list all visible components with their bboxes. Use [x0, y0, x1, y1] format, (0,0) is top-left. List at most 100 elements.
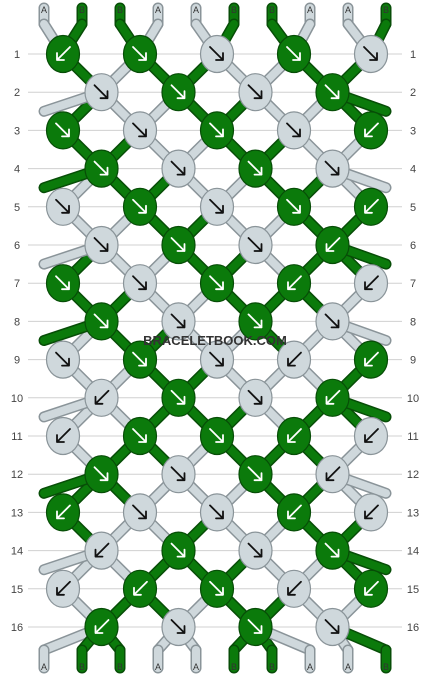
- row-label-left: 15: [11, 584, 23, 596]
- row-label-left: 8: [14, 316, 20, 328]
- knot: [45, 416, 81, 456]
- arrow-backward-icon: [287, 351, 302, 367]
- arrow-backward-icon: [56, 504, 71, 520]
- row-label-left: 14: [11, 546, 23, 558]
- knot: [315, 607, 350, 647]
- arrow-forward-icon: [132, 504, 147, 520]
- arrow-forward-icon: [209, 351, 224, 367]
- knot: [276, 111, 312, 150]
- arrow-forward-icon: [286, 122, 301, 138]
- knot: [199, 264, 235, 303]
- arrow-forward-icon: [286, 198, 301, 214]
- strand-label-bottom: A: [307, 662, 313, 672]
- row-label-right: 11: [407, 431, 418, 443]
- knot: [161, 531, 196, 570]
- arrow-forward-icon: [209, 428, 224, 443]
- arrow-backward-icon: [287, 580, 302, 596]
- row-label-right: 3: [410, 125, 416, 137]
- arrow-forward-icon: [324, 84, 340, 100]
- knot: [199, 111, 235, 150]
- knot: [122, 569, 158, 608]
- knot: [84, 455, 119, 494]
- strand-label-bottom: B: [79, 662, 85, 672]
- row-label-left: 1: [14, 49, 20, 61]
- row-label-right: 1: [410, 49, 416, 61]
- arrow-backward-icon: [287, 275, 302, 291]
- arrow-forward-icon: [93, 466, 109, 482]
- arrow-forward-icon: [170, 466, 186, 482]
- row-label-left: 7: [14, 278, 20, 290]
- knot: [353, 569, 389, 608]
- arrow-forward-icon: [132, 198, 147, 214]
- knot: [315, 531, 350, 570]
- arrow-backward-icon: [133, 580, 148, 596]
- row-label-left: 9: [14, 355, 20, 367]
- arrow-forward-icon: [170, 389, 186, 405]
- arrow-forward-icon: [132, 428, 147, 443]
- strand-label-bottom: B: [383, 662, 389, 672]
- arrow-forward-icon: [93, 237, 109, 252]
- knot: [276, 187, 312, 226]
- knot: [45, 111, 81, 150]
- row-label-right: 7: [410, 278, 416, 290]
- arrow-forward-icon: [132, 122, 147, 138]
- knot: [45, 187, 81, 226]
- knot: [238, 531, 273, 570]
- arrow-forward-icon: [324, 542, 340, 558]
- knot: [276, 34, 312, 74]
- row-label-right: 5: [410, 202, 416, 214]
- row-label-right: 15: [407, 584, 419, 596]
- row-label-left: 4: [14, 164, 20, 176]
- arrow-forward-icon: [170, 542, 186, 558]
- knot: [84, 531, 119, 570]
- arrow-backward-icon: [287, 428, 302, 443]
- knot: [122, 187, 158, 226]
- arrow-backward-icon: [94, 619, 110, 634]
- arrow-forward-icon: [170, 313, 186, 329]
- arrow-forward-icon: [324, 160, 340, 176]
- arrow-backward-icon: [364, 275, 379, 291]
- knot: [45, 493, 81, 532]
- knot: [84, 149, 119, 188]
- knot: [238, 455, 273, 494]
- row-label-left: 2: [14, 87, 20, 99]
- knot: [315, 302, 350, 341]
- knot: [353, 34, 389, 74]
- arrow-backward-icon: [287, 504, 302, 520]
- knot: [84, 225, 119, 265]
- strand-label-bottom: A: [193, 662, 199, 672]
- knot: [315, 149, 350, 188]
- row-label-right: 13: [407, 507, 419, 519]
- knot: [84, 607, 119, 647]
- arrow-backward-icon: [364, 122, 379, 138]
- row-label-right: 12: [407, 469, 419, 481]
- row-label-left: 5: [14, 202, 20, 214]
- knot: [199, 187, 235, 226]
- knot: [315, 225, 350, 265]
- arrow-forward-icon: [247, 466, 263, 482]
- watermark: BRACELETBOOK.COM: [143, 333, 287, 348]
- arrow-backward-icon: [94, 389, 110, 405]
- knot-grid: [45, 34, 389, 647]
- knot: [45, 340, 81, 379]
- knot: [161, 225, 196, 265]
- arrow-backward-icon: [56, 428, 71, 443]
- arrow-forward-icon: [247, 84, 263, 100]
- knot: [161, 149, 196, 188]
- knot: [353, 264, 389, 303]
- arrow-forward-icon: [170, 84, 186, 100]
- knot: [353, 493, 389, 532]
- arrow-forward-icon: [324, 313, 340, 329]
- row-label-left: 13: [11, 507, 23, 519]
- arrow-forward-icon: [247, 237, 263, 252]
- knot: [276, 493, 312, 532]
- knot: [199, 569, 235, 608]
- row-label-left: 11: [11, 431, 22, 443]
- strand-label-bottom: A: [155, 662, 161, 672]
- knot: [122, 111, 158, 150]
- arrow-forward-icon: [247, 619, 263, 634]
- arrow-forward-icon: [170, 619, 186, 634]
- knot: [161, 455, 196, 494]
